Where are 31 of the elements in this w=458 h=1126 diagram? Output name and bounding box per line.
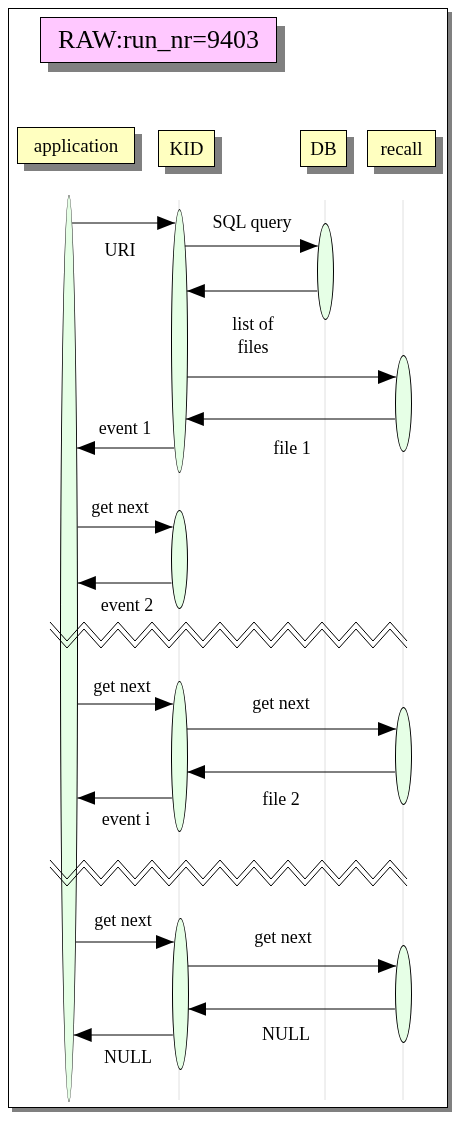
edge-label: list of files <box>231 312 275 358</box>
arrow <box>185 412 396 426</box>
arrow <box>75 935 175 949</box>
arrow <box>77 697 174 711</box>
edge-label: NULL <box>103 1045 153 1069</box>
edge-label: get next <box>251 691 311 715</box>
edge-label: get next <box>253 925 313 949</box>
arrow <box>77 791 173 805</box>
edge-label: event 2 <box>99 593 155 617</box>
edge-label: NULL <box>261 1022 311 1046</box>
arrow <box>73 1028 174 1042</box>
arrow <box>76 441 175 455</box>
arrow <box>184 239 319 253</box>
arrow <box>186 284 318 298</box>
edge-label: SQL query <box>211 210 293 234</box>
edge-label: file 2 <box>261 787 301 811</box>
edge-label: event 1 <box>97 416 153 440</box>
arrow <box>186 722 397 736</box>
edge-label: get next <box>93 908 153 932</box>
edge-label: event i <box>100 807 152 831</box>
arrow <box>77 520 174 534</box>
edge-label: file 1 <box>272 436 312 460</box>
arrow <box>186 765 396 779</box>
arrow <box>187 1002 396 1016</box>
edge-label: get next <box>90 495 150 519</box>
arrow <box>71 216 176 230</box>
arrow <box>77 576 172 590</box>
arrow <box>187 959 397 973</box>
edge-label: get next <box>92 674 152 698</box>
arrow <box>186 370 397 384</box>
edge-label: URI <box>103 238 137 262</box>
